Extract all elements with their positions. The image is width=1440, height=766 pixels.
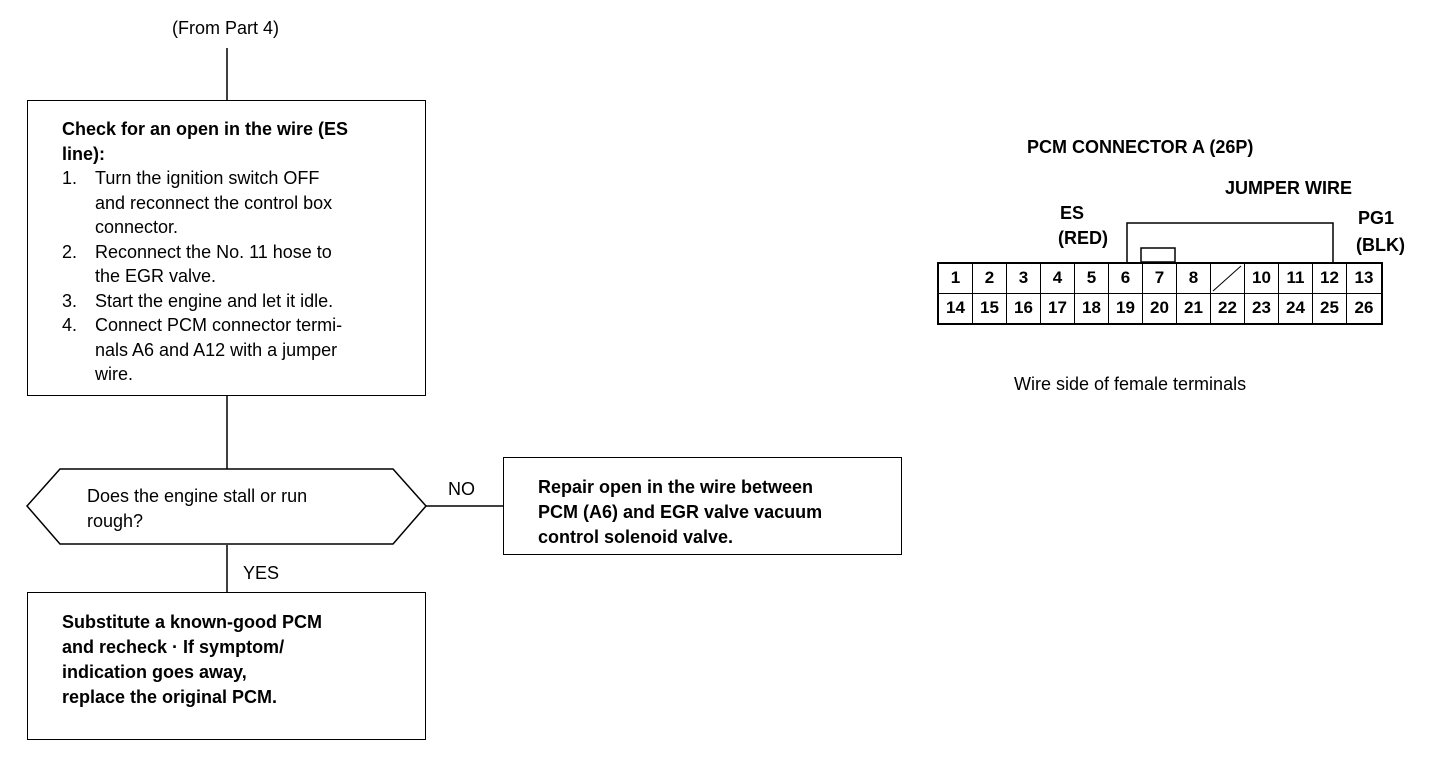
- terminal: 6: [1109, 264, 1143, 294]
- from-part-label: (From Part 4): [172, 18, 280, 38]
- connector-title: PCM CONNECTOR A (26P): [1027, 137, 1254, 157]
- check-step-box: Check for an open in the wire (ES line):…: [27, 100, 426, 396]
- terminal: 17: [1041, 293, 1075, 323]
- pg1-wire-color: (BLK): [1356, 235, 1405, 255]
- terminal: 18: [1075, 293, 1109, 323]
- substitute-result-text: Substitute a known-good PCM and recheck …: [62, 612, 322, 707]
- terminal: 4: [1041, 264, 1075, 294]
- terminal: 23: [1245, 293, 1279, 323]
- terminal: 3: [1007, 264, 1041, 294]
- terminal: 10: [1245, 264, 1279, 294]
- decision-question-line2: rough?: [87, 511, 144, 531]
- blank-terminal-slash: [1212, 265, 1242, 292]
- terminal-blank: [1211, 264, 1245, 294]
- substitute-result-box: Substitute a known-good PCM and recheck …: [27, 592, 426, 740]
- terminal: 22: [1211, 293, 1245, 323]
- no-branch-label: NO: [448, 479, 475, 499]
- check-step: 1.Turn the ignition switch OFF and recon…: [62, 168, 333, 237]
- es-label: ES: [1060, 203, 1085, 223]
- terminal: 2: [973, 264, 1007, 294]
- terminal: 5: [1075, 264, 1109, 294]
- pg1-label: PG1: [1358, 208, 1395, 228]
- terminal: 21: [1177, 293, 1211, 323]
- repair-result-text: Repair open in the wire between PCM (A6)…: [538, 477, 823, 547]
- terminal: 26: [1354, 298, 1374, 318]
- repair-result-box: Repair open in the wire between PCM (A6)…: [503, 457, 902, 555]
- terminal: 25: [1313, 293, 1347, 323]
- check-step: 2.Reconnect the No. 11 hose to the EGR v…: [62, 241, 332, 287]
- es-wire-color: (RED): [1058, 228, 1108, 248]
- terminal: 15: [973, 293, 1007, 323]
- terminal: 19: [1109, 293, 1143, 323]
- terminal: 16: [1007, 293, 1041, 323]
- terminal: 13: [1347, 264, 1381, 294]
- decision-question-line1: Does the engine stall or run: [87, 486, 308, 506]
- check-heading-line1: Check for an open in the wire (ES: [62, 119, 349, 139]
- check-heading-line2: line):: [62, 143, 105, 164]
- check-step: 4.Connect PCM connector termi- nals A6 a…: [62, 315, 343, 384]
- pcm-connector-terminals: 1 2 3 4 5 6 7 8 10 11 12 13 14 15 16 17 …: [937, 262, 1383, 325]
- terminal: 20: [1143, 293, 1177, 323]
- decision-shape: [26, 468, 427, 545]
- terminal: 1: [939, 264, 973, 294]
- check-step: 3.Start the engine and let it idle.: [62, 290, 334, 311]
- connector-latch: [1140, 247, 1176, 263]
- terminal: 12: [1313, 264, 1347, 294]
- jumper-wire-label: JUMPER WIRE: [1225, 178, 1353, 198]
- jumper-wire-line: [1126, 222, 1334, 262]
- terminal: 7: [1143, 264, 1177, 294]
- connector-caption: Wire side of female terminals: [1014, 374, 1247, 394]
- terminal: 11: [1279, 264, 1313, 294]
- yes-branch-label: YES: [243, 563, 280, 583]
- terminal: 14: [939, 293, 973, 323]
- terminal: 24: [1279, 293, 1313, 323]
- terminal: 8: [1177, 264, 1211, 294]
- check-steps-list: 1.Turn the ignition switch OFF and recon…: [62, 166, 425, 387]
